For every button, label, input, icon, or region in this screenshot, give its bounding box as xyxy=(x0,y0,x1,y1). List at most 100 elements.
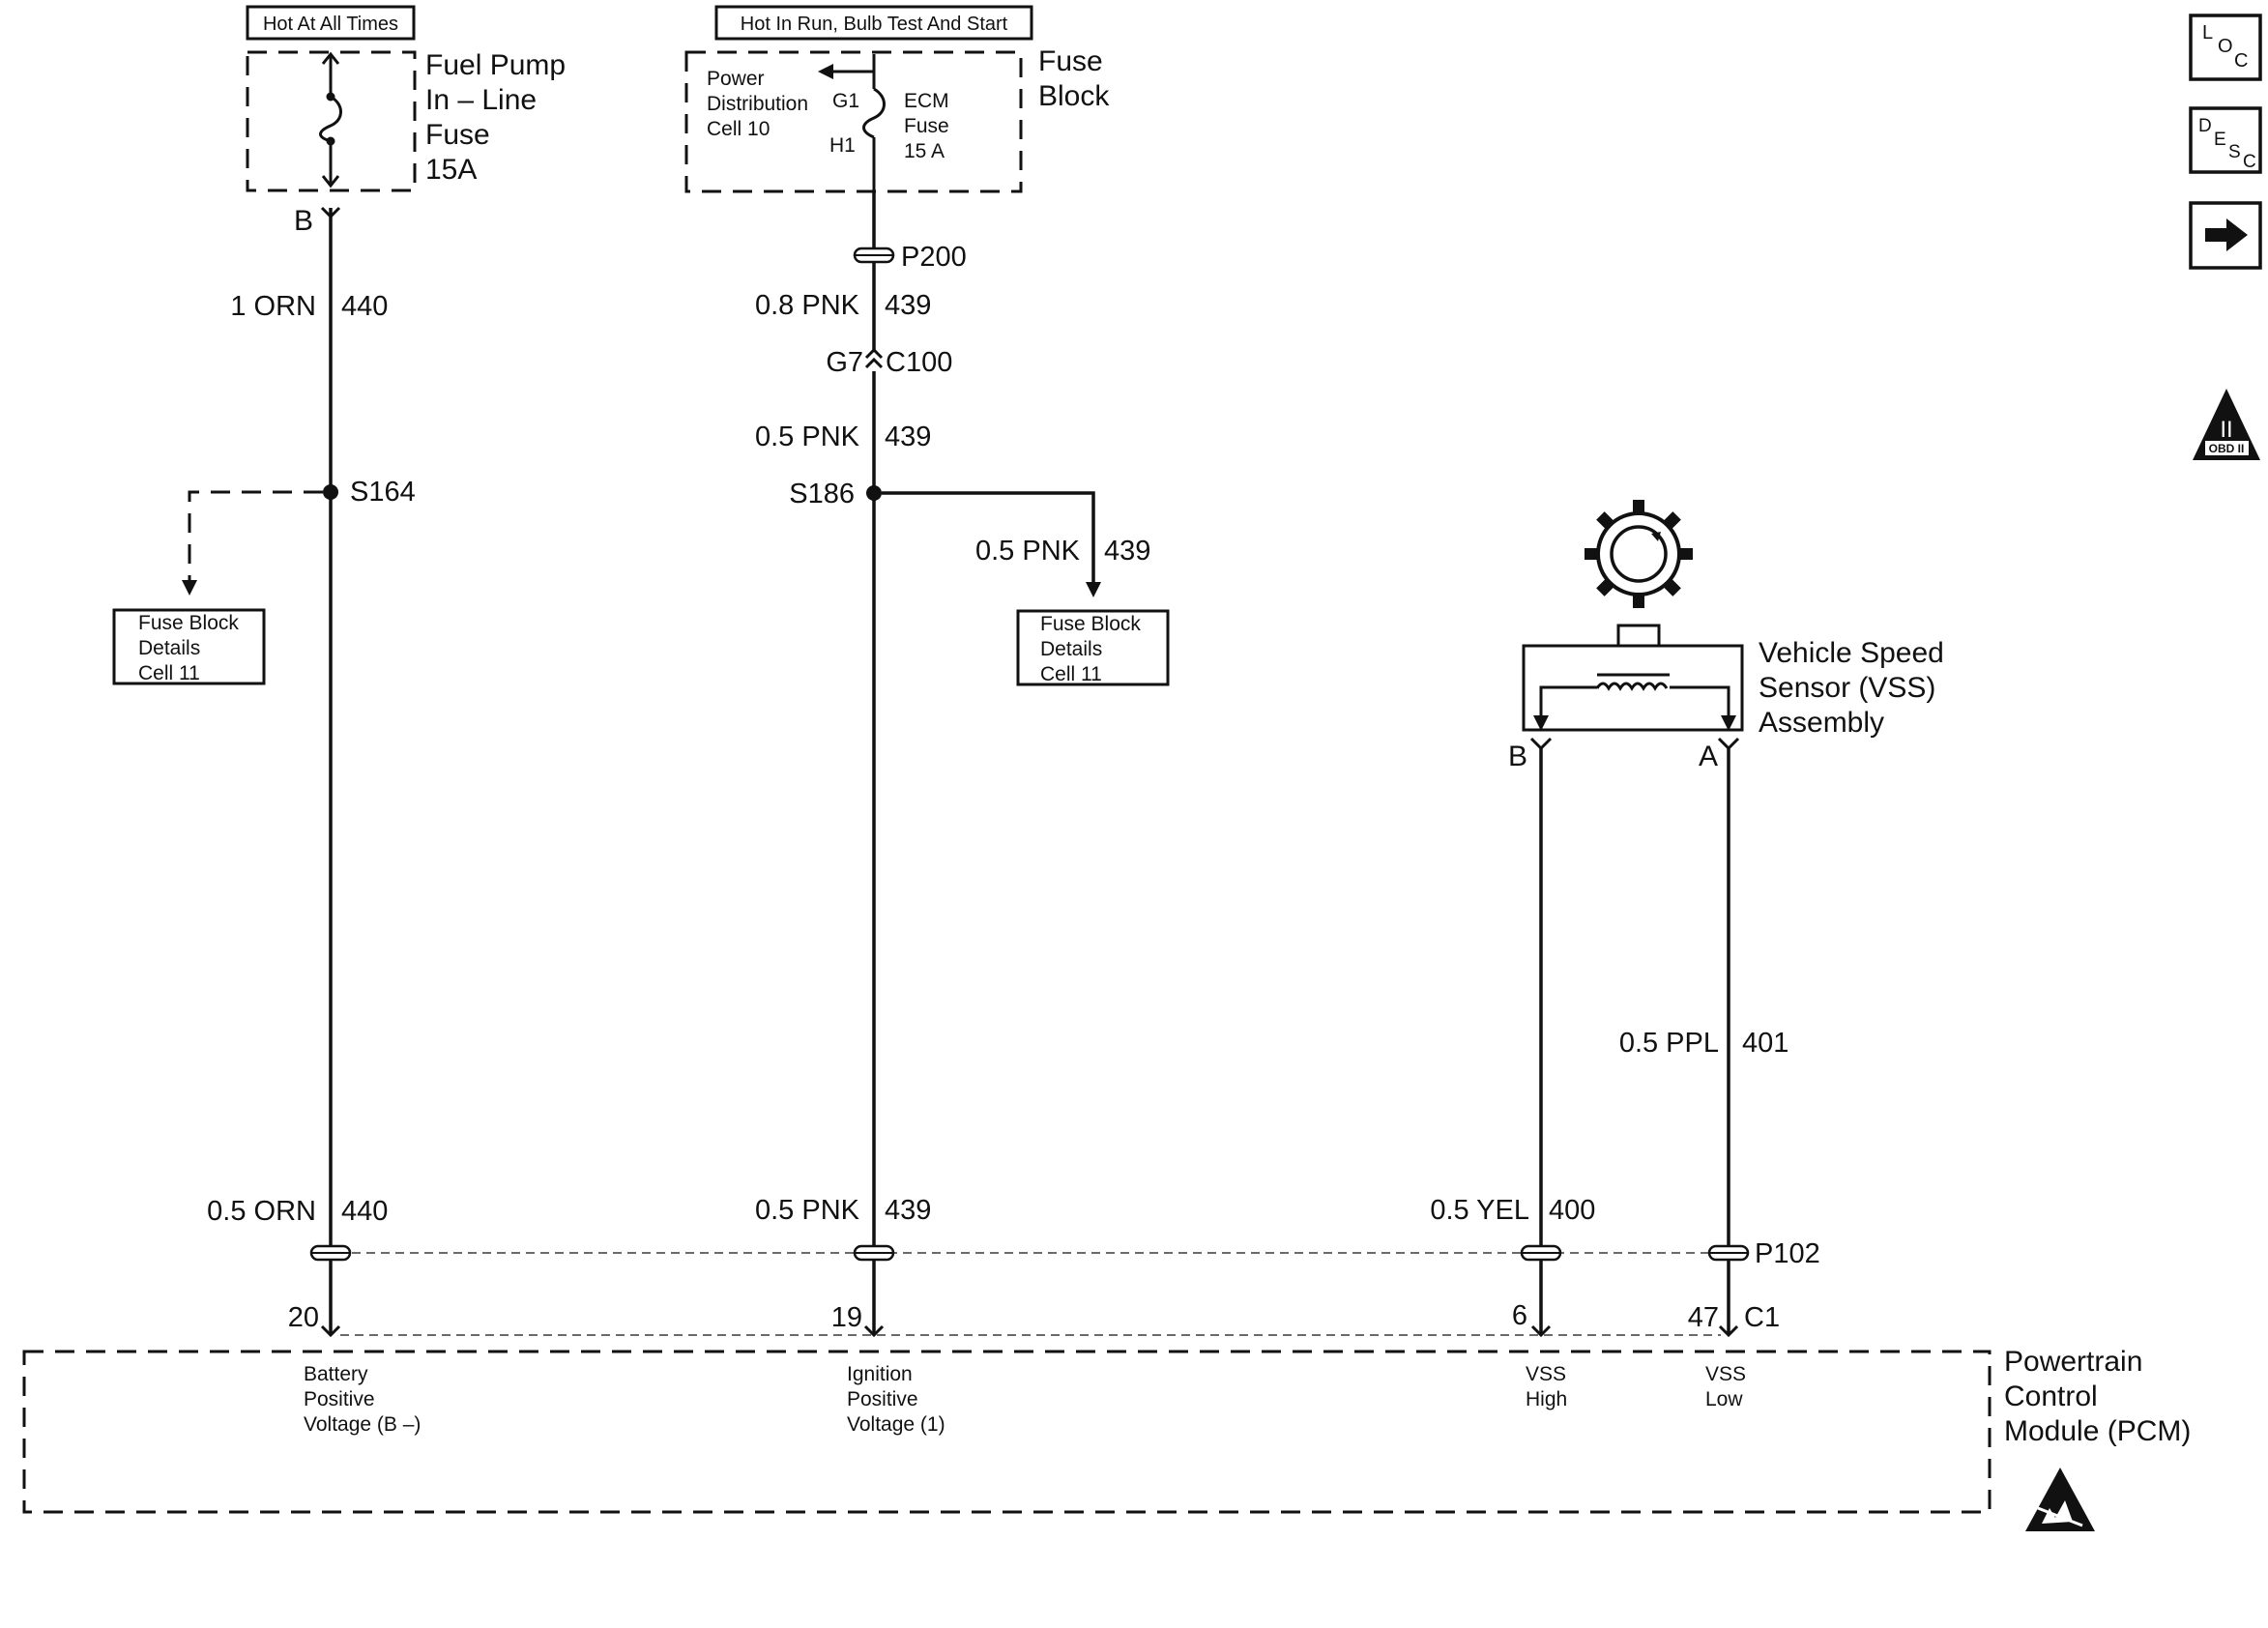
wire-400-gauge: 0.5 YEL xyxy=(1430,1195,1529,1226)
fuse-g1-label: G1 xyxy=(832,90,859,112)
fuel-pump-inline-fuse: Fuel Pump In – Line Fuse 15A xyxy=(246,49,566,192)
fuel-pump-fuse-line-1: Fuel Pump xyxy=(425,49,566,81)
hot-at-all-times-label: Hot At All Times xyxy=(263,14,398,35)
connector-p200: P200 xyxy=(853,242,967,273)
connector-p200-label: P200 xyxy=(901,242,967,273)
fuel-pump-fuse-line-3: Fuse xyxy=(425,119,490,151)
desc-button[interactable]: D E S C xyxy=(2189,106,2262,174)
pcm-title-line-1: Powertrain xyxy=(2004,1346,2142,1378)
fuse-block-details-right: Fuse Block Details Cell 11 xyxy=(1016,609,1170,686)
details-right-line-3: Cell 11 xyxy=(1040,663,1102,685)
pcm-title-line-3: Module (PCM) xyxy=(2004,1415,2191,1447)
pcm-pin-47: 47 xyxy=(1688,1302,1719,1333)
pcm-battery-line-3: Voltage (B –) xyxy=(304,1413,421,1436)
details-right-line-2: Details xyxy=(1040,638,1102,660)
hot-in-run-label: Hot In Run, Bulb Test And Start xyxy=(741,14,1008,35)
connector-c100: G7 C100 xyxy=(826,347,952,378)
wire-439-a-gauge: 0.8 PNK xyxy=(755,290,860,321)
power-distribution-line-3: Cell 10 xyxy=(707,118,770,140)
splice-s164 xyxy=(323,484,338,500)
pcm-battery-line-2: Positive xyxy=(304,1388,375,1410)
wire-439-c-circuit: 439 xyxy=(885,1195,931,1226)
details-left-line-3: Cell 11 xyxy=(138,662,200,684)
connector-c1-label: C1 xyxy=(1744,1302,1780,1333)
pcm-battery-line-1: Battery xyxy=(304,1363,368,1385)
wire-439-branch-gauge: 0.5 PNK xyxy=(975,536,1081,567)
splice-s186 xyxy=(866,485,882,501)
pcm-title-line-2: Control xyxy=(2004,1381,2098,1412)
right-arrow-icon xyxy=(2205,218,2248,251)
wire-401-circuit: 401 xyxy=(1742,1028,1788,1059)
esd-warning-icon xyxy=(2025,1468,2095,1531)
pcm-ignition-line-2: Positive xyxy=(847,1388,918,1410)
details-right-line-1: Fuse Block xyxy=(1040,613,1141,635)
next-page-button[interactable] xyxy=(2189,201,2262,270)
loc-letter-l: L xyxy=(2202,22,2213,44)
obd-numeral: II xyxy=(2220,417,2232,443)
ecm-fuse-line-2: Fuse xyxy=(904,115,949,137)
wire-440-top-circuit: 440 xyxy=(341,291,388,322)
wire-400-column: 0.5 YEL 400 xyxy=(1430,748,1595,1334)
fuse-block-title-line-2: Block xyxy=(1038,80,1110,112)
fuse-block-title-line-1: Fuse xyxy=(1038,45,1103,77)
ecm-fuse-line-1: ECM xyxy=(904,90,949,112)
vss-line-1: Vehicle Speed xyxy=(1759,637,1944,669)
vss-terminal-b: B xyxy=(1508,741,1527,772)
desc-letter-e: E xyxy=(2214,130,2226,150)
wire-439-b-circuit: 439 xyxy=(885,422,931,452)
obd-ii-icon: II OBD II xyxy=(2193,389,2260,460)
connector-p102: P102 xyxy=(309,1238,1820,1269)
connector-c100-pin: G7 xyxy=(826,347,863,378)
pcm-vss-high-line-2: High xyxy=(1526,1388,1567,1410)
pcm-vss-low-line-1: VSS xyxy=(1705,1363,1746,1385)
connector-c100-label: C100 xyxy=(886,347,952,378)
wire-440-bottom-circuit: 440 xyxy=(341,1196,388,1227)
desc-letter-d: D xyxy=(2198,116,2212,136)
pcm-vss-high-line-1: VSS xyxy=(1526,1363,1566,1385)
wire-439-a-circuit: 439 xyxy=(885,290,931,321)
fuse-block-details-left: Fuse Block Details Cell 11 xyxy=(112,608,266,685)
pcm-pin-6: 6 xyxy=(1512,1300,1527,1331)
ecm-fuse-line-3: 15 A xyxy=(904,140,945,162)
hot-at-all-times-header: Hot At All Times xyxy=(246,5,416,41)
pcm-pin-19: 19 xyxy=(831,1302,862,1333)
pcm-ignition-line-1: Ignition xyxy=(847,1363,913,1385)
wire-440-column: 1 ORN 440 S164 0.5 ORN 440 xyxy=(182,208,416,1334)
splice-s164-label: S164 xyxy=(350,477,416,508)
wire-439-c-gauge: 0.5 PNK xyxy=(755,1195,860,1226)
fuel-pump-fuse-line-2: In – Line xyxy=(425,84,537,116)
fuse-h1-label: H1 xyxy=(829,134,856,157)
terminal-b-connector: B xyxy=(294,205,341,237)
loc-button[interactable]: L O C xyxy=(2189,14,2262,81)
wire-439-column: P200 0.8 PNK 439 G7 C100 0.5 PNK 439 S18… xyxy=(755,191,1150,1334)
desc-letter-c: C xyxy=(2243,152,2256,172)
pcm-pin-20: 20 xyxy=(288,1302,319,1333)
power-distribution-line-2: Distribution xyxy=(707,93,808,115)
pcm-module: Battery Positive Voltage (B –) Ignition … xyxy=(22,1346,2191,1531)
connector-p102-label: P102 xyxy=(1755,1238,1820,1269)
obd-label: OBD II xyxy=(2209,442,2245,455)
details-left-line-1: Fuse Block xyxy=(138,612,239,634)
hot-in-run-header: Hot In Run, Bulb Test And Start xyxy=(714,5,1033,41)
reluctor-wheel-icon xyxy=(1585,500,1693,608)
wire-440-bottom-gauge: 0.5 ORN xyxy=(207,1196,316,1227)
wire-401-column: 0.5 PPL 401 xyxy=(1619,748,1788,1334)
wire-439-branch-circuit: 439 xyxy=(1104,536,1150,567)
vss-line-2: Sensor (VSS) xyxy=(1759,672,1935,704)
loc-letter-c: C xyxy=(2234,50,2248,72)
loc-letter-o: O xyxy=(2218,36,2233,57)
desc-letter-s: S xyxy=(2228,142,2241,162)
wire-401-gauge: 0.5 PPL xyxy=(1619,1028,1719,1059)
vss-assembly: Vehicle Speed Sensor (VSS) Assembly B A xyxy=(1508,500,1944,772)
wire-439-b-gauge: 0.5 PNK xyxy=(755,422,860,452)
wire-400-circuit: 400 xyxy=(1549,1195,1595,1226)
power-distribution-line-1: Power xyxy=(707,68,765,90)
terminal-b-label: B xyxy=(294,205,313,237)
details-left-line-2: Details xyxy=(138,637,200,659)
vss-line-3: Assembly xyxy=(1759,707,1884,739)
pcm-ignition-line-3: Voltage (1) xyxy=(847,1413,945,1436)
splice-s186-label: S186 xyxy=(789,479,855,509)
vss-terminal-a: A xyxy=(1699,741,1718,772)
fuse-block: Power Distribution Cell 10 G1 H1 ECM Fus… xyxy=(684,45,1110,193)
